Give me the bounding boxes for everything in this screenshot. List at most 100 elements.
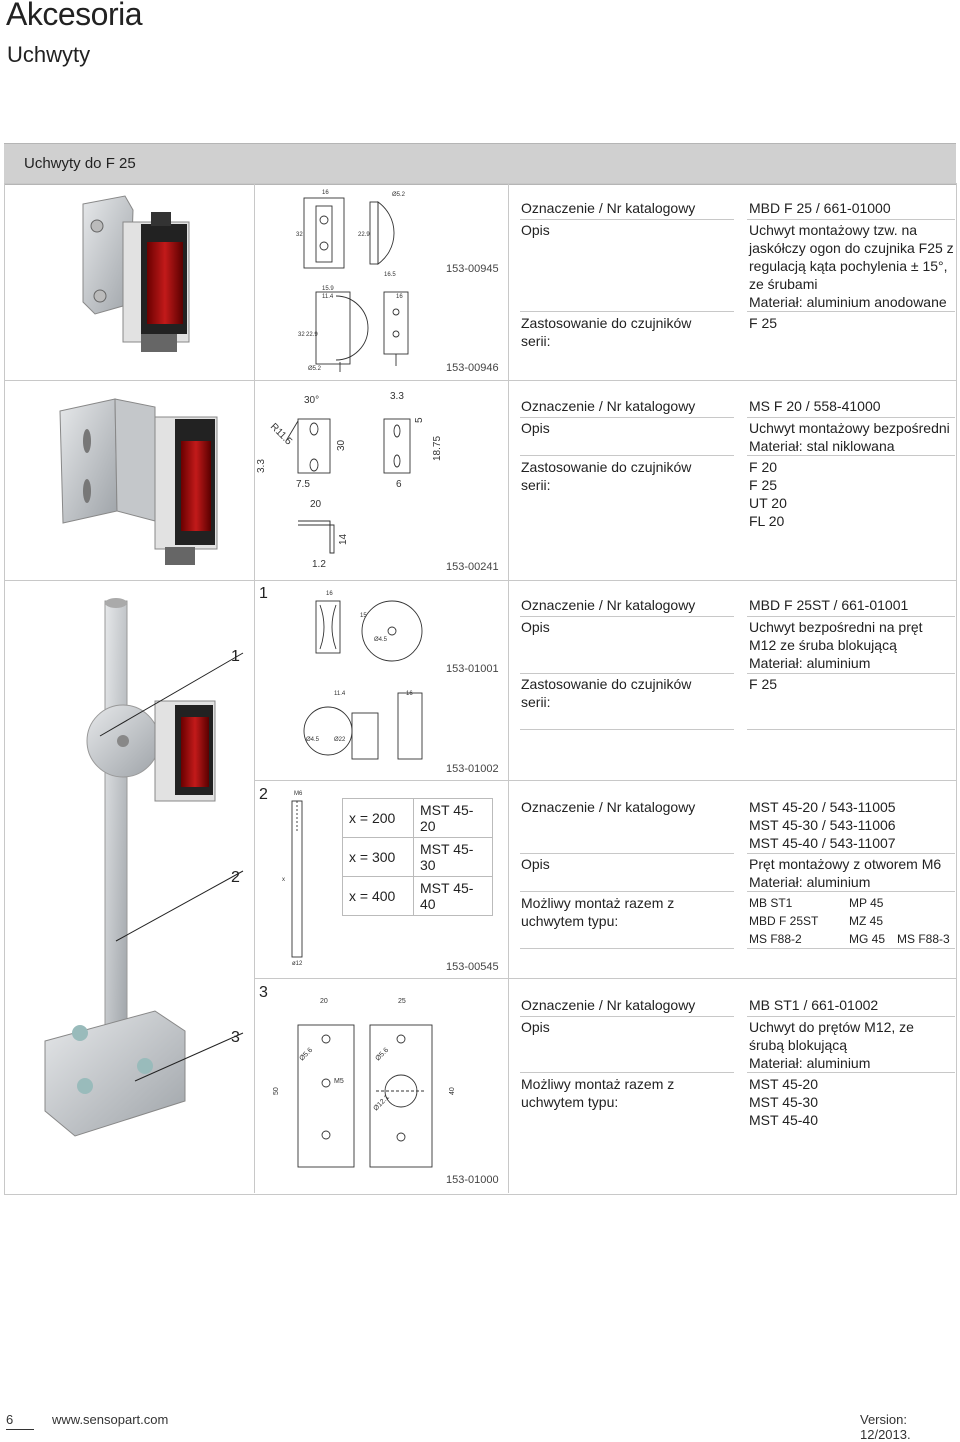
description-line: M12 ze śruba blokującą [749, 637, 897, 653]
combination-label: Możliwy montaż razem z uchwytem typu: [521, 1076, 675, 1110]
designation-value: MBD F 25ST / 661-01001 [749, 597, 909, 613]
designation-label: Oznaczenie / Nr katalogowy [521, 799, 696, 815]
designation-value: MB ST1 / 661-01002 [749, 997, 879, 1013]
description-line: Materiał: aluminium anodowane [749, 294, 947, 310]
application-label: Zastosowanie do czujników serii: [521, 676, 692, 710]
combination-label: Możliwy montaż razem z uchwytem typu: [521, 895, 675, 929]
table-cell: x = 300 [342, 837, 414, 877]
dim-label: ø12 [292, 961, 303, 967]
description-line: regulacją kąta pochylenia ± 15°, [749, 258, 948, 274]
description-label: Opis [521, 856, 550, 872]
dim-label: 40 [449, 1087, 456, 1095]
application-line: UT 20 [749, 495, 787, 511]
drawing-code: 153-00946 [446, 362, 499, 374]
designation-line: MST 45-40 / 543-11007 [749, 835, 896, 851]
combination-item: MZ 45 [849, 914, 884, 928]
dim-label: 11.4 [322, 294, 334, 300]
designation-label: Oznaczenie / Nr katalogowy [521, 597, 696, 613]
designation-line: MST 45-30 / 543-11006 [749, 817, 896, 833]
dim-label: Ø4.5 [374, 637, 388, 643]
application-line: F 25 [749, 477, 778, 493]
table-cell: MST 45-30 [413, 837, 493, 877]
application-label: Zastosowanie do czujników serii: [521, 315, 692, 349]
application-value: F 25 [749, 676, 778, 692]
dim-label: 11.4 [334, 691, 346, 697]
description-line: Uchwyt montażowy tzw. na [749, 222, 918, 238]
dim-label: Ø5.2 [308, 366, 322, 372]
combination-value: MST 45-20 MST 45-30 MST 45-40 [749, 1075, 818, 1129]
dim-label: 30° [304, 395, 319, 406]
callout-3: 3 [231, 1029, 240, 1046]
dim-label: M5 [334, 1078, 344, 1085]
description-line: Pręt montażowy z otworem M6 [749, 856, 942, 872]
application-line: F 20 [749, 459, 778, 475]
description-line: Uchwyt do prętów M12, ze [749, 1019, 914, 1035]
dim-label: 22.9 [306, 332, 318, 338]
dim-label: Ø5.6 [374, 1047, 390, 1063]
designation-value: MS F 20 / 558-41000 [749, 398, 881, 414]
dim-label: 16 [326, 591, 333, 597]
designation-label: Oznaczenie / Nr katalogowy [521, 398, 696, 414]
dim-label: M6 [294, 791, 303, 797]
application-label: Zastosowanie do czujników serii: [521, 459, 692, 493]
application-value: F 25 [749, 315, 778, 331]
technical-drawing-mbd-f25: 16 32 22.9 16.5 15.9 11.4 16 32 22.9 Ø5.… [296, 190, 409, 372]
combination-line: MST 45-30 [749, 1094, 818, 1110]
footer-url[interactable]: www.sensopart.com [52, 1412, 169, 1427]
dim-label: 15.9 [322, 286, 334, 292]
designation-label: Oznaczenie / Nr katalogowy [521, 200, 696, 216]
dim-label: 7.5 [296, 479, 310, 490]
dim-label: Ø12.1 [372, 1094, 391, 1113]
section-title: Uchwyty do F 25 [24, 155, 136, 172]
description-line: Materiał: aluminium [749, 655, 871, 671]
application-value: F 20 F 25 UT 20 FL 20 [749, 458, 787, 530]
description-value: Pręt montażowy z otworem M6 Materiał: al… [749, 855, 957, 891]
description-line: śrubą blokującą [749, 1037, 848, 1053]
callout-2: 2 [231, 869, 240, 886]
description-line: Materiał: aluminium [749, 874, 871, 890]
dim-label: 16 [322, 190, 329, 196]
description-value: Uchwyt montażowy bezpośredni Materiał: s… [749, 419, 959, 455]
technical-drawing-mbd-f25st: 16 15 Ø4.5 11.4 16 Ø4.5 Ø22 [303, 591, 423, 760]
dim-label: 16 [396, 294, 403, 300]
application-line: FL 20 [749, 513, 785, 529]
description-value: Uchwyt bezpośredni na pręt M12 ze śruba … [749, 618, 957, 672]
dim-label: 50 [273, 1087, 280, 1095]
row-divider [254, 780, 956, 781]
designation-value: MBD F 25 / 661-01000 [749, 200, 891, 216]
combination-line: MST 45-40 [749, 1112, 818, 1128]
row-divider [254, 978, 956, 979]
description-label: Opis [521, 420, 550, 436]
product-photo-rod-assembly [44, 598, 244, 1137]
product-photo-ms-f20 [59, 398, 218, 565]
dim-label: 6 [396, 479, 402, 490]
row-divider [5, 580, 956, 581]
row-number: 2 [259, 786, 268, 803]
dim-label: 32 [296, 232, 303, 238]
table-frame [4, 183, 957, 1195]
dim-label: Ø5.2 [392, 192, 406, 198]
technical-drawing-mst45: M6 x ø12 [282, 791, 303, 967]
dim-label: 16.5 [384, 272, 396, 278]
dim-label: 3.3 [256, 459, 267, 473]
row-number: 3 [259, 984, 268, 1001]
description-line: Uchwyt bezpośredni na pręt [749, 619, 923, 635]
combination-line: MST 45-20 [749, 1076, 818, 1092]
callout-1: 1 [231, 648, 240, 665]
description-label: Opis [521, 619, 550, 635]
designation-label: Oznaczenie / Nr katalogowy [521, 997, 696, 1013]
dim-label: 5 [414, 417, 425, 423]
drawing-code: 153-01001 [446, 663, 499, 675]
product-photo-mbd-f25 [82, 195, 190, 352]
table-cell: x = 400 [342, 876, 414, 916]
description-line: ze śrubami [749, 276, 818, 292]
description-line: jaskółczy ogon do czujnika F25 z [749, 240, 954, 256]
dim-label: 16 [406, 691, 413, 697]
footer-rule [6, 1429, 34, 1430]
page-subtitle: Uchwyty [7, 42, 91, 67]
dim-label: 22.9 [358, 232, 370, 238]
dim-label: 3.3 [390, 391, 404, 402]
